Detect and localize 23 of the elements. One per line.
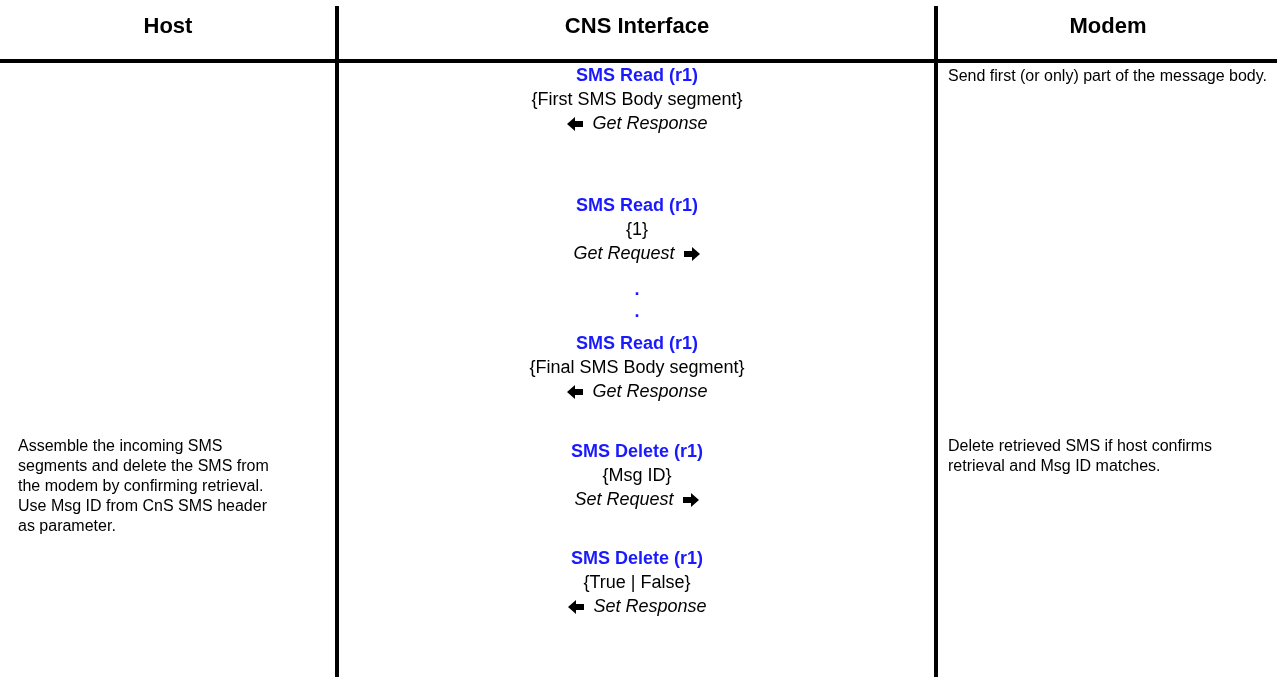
note-text: Delete retrieved SMS if host confirms retrieval and Msg ID matches. [948, 436, 1214, 476]
message-parameter: {First SMS Body segment} [531, 88, 743, 111]
note-text: Send first (or only) part of the message body. [948, 66, 1268, 86]
message-name: . [634, 300, 640, 323]
message-parameter: {Msg ID} [602, 464, 672, 487]
column-header: Modem [1069, 14, 1147, 37]
message-name: . [634, 278, 640, 301]
column-header: Host [143, 14, 193, 37]
message-name: SMS Read (r1) [576, 64, 698, 87]
message-type: Set Response [593, 595, 707, 618]
column-header: CNS Interface [564, 14, 710, 37]
message-type: Get Response [592, 380, 708, 403]
message-type: Get Request [573, 242, 675, 265]
message-name: SMS Delete (r1) [570, 547, 703, 570]
message-type: Set Request [574, 488, 674, 511]
message-name: SMS Read (r1) [576, 194, 698, 217]
message-name: SMS Read (r1) [576, 332, 698, 355]
note-text: Assemble the incoming SMS segments and delete the SMS from the modem by confirming retrieval. Use Msg ID from CnS SMS header as parameter. [18, 436, 270, 536]
message-parameter: {1} [625, 218, 648, 241]
message-type: Get Response [592, 112, 708, 135]
message-parameter: {True | False} [583, 571, 691, 594]
message-name: SMS Delete (r1) [570, 440, 703, 463]
message-parameter: {Final SMS Body segment} [529, 356, 745, 379]
